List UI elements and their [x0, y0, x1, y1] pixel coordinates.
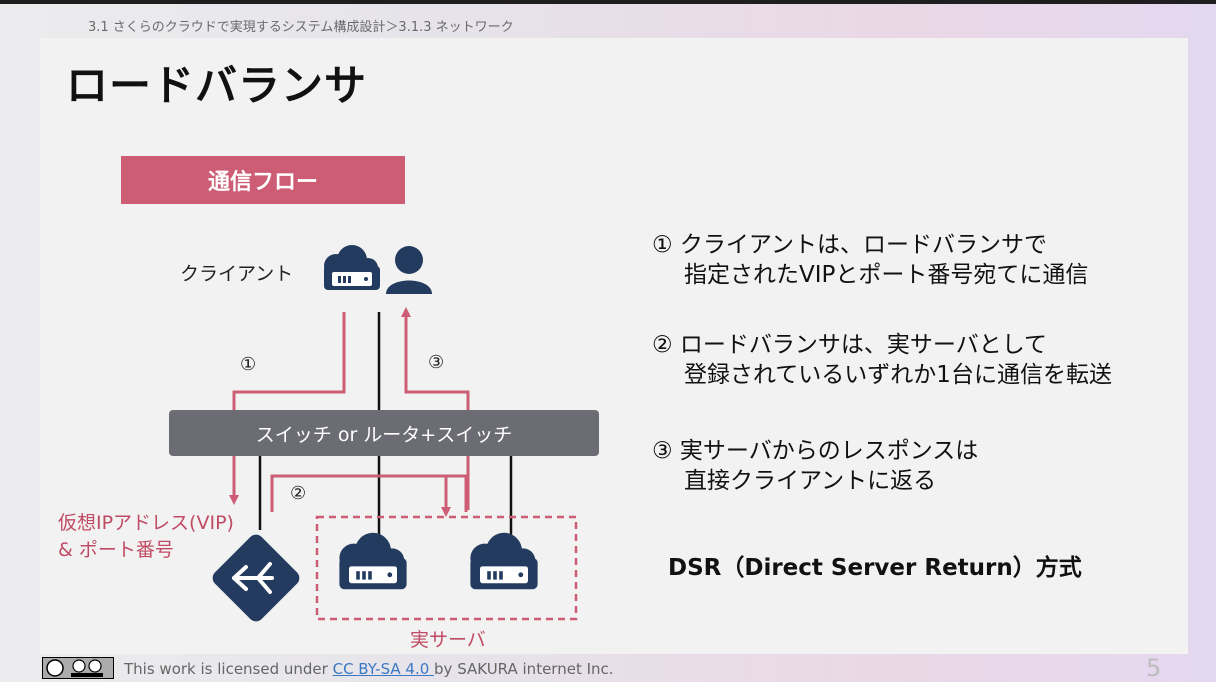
vip-label-line2: & ポート番号: [58, 539, 174, 561]
cloud-server-icon: [470, 532, 538, 590]
top-border: [0, 0, 1216, 4]
flow-badge: 通信フロー: [121, 156, 405, 204]
cc-license-icon: [42, 657, 114, 679]
step-description-3: ③ 実サーバからのレスポンスは 直接クライアントに返る: [652, 436, 978, 496]
real-servers-label: 実サーバ: [410, 629, 486, 651]
user-icon: [386, 246, 432, 294]
flow-arrow-2b: [446, 474, 468, 512]
flow-arrow-1: [229, 312, 346, 505]
step-marker-3: ③: [428, 352, 445, 373]
step-description-3-line2: 直接クライアントに返る: [684, 468, 937, 494]
license-text: This work is licensed under CC BY-SA 4.0…: [124, 660, 614, 678]
dsr-method-label: DSR（Direct Server Return）方式: [668, 555, 1082, 581]
breadcrumb: 3.1 さくらのクラウドで実現するシステム構成設計＞3.1.3 ネットワーク: [88, 20, 514, 35]
step-description-1-line1: ① クライアントは、ロードバランサで: [652, 232, 1048, 258]
page-title: ロードバランサ: [66, 61, 368, 110]
step-marker-2: ②: [290, 483, 307, 504]
license-suffix: by SAKURA internet Inc.: [434, 660, 614, 678]
load-balancer-icon: [212, 534, 300, 622]
step-description-1: ① クライアントは、ロードバランサで 指定されたVIPとポート番号宛てに通信: [652, 230, 1088, 290]
cloud-server-icon: [339, 532, 407, 590]
slide-panel: [40, 38, 1188, 654]
license-link[interactable]: CC BY-SA 4.0: [332, 660, 435, 678]
step-description-2-line2: 登録されているいずれか1台に通信を転送: [684, 362, 1112, 388]
step-description-2: ② ロードバランサは、実サーバとして 登録されているいずれか1台に通信を転送: [652, 330, 1112, 390]
vip-label-line1: 仮想IPアドレス(VIP): [58, 512, 234, 534]
cloud-server-icon: [324, 245, 380, 290]
switch-bar: スイッチ or ルータ+スイッチ: [169, 410, 599, 456]
vip-label: 仮想IPアドレス(VIP) & ポート番号: [58, 510, 234, 564]
step-description-2-line1: ② ロードバランサは、実サーバとして: [652, 332, 1048, 358]
step-description-3-line1: ③ 実サーバからのレスポンスは: [652, 438, 979, 464]
step-description-1-line2: 指定されたVIPとポート番号宛てに通信: [684, 262, 1089, 288]
page-number: 5: [1146, 654, 1162, 682]
step-marker-1: ①: [240, 354, 257, 375]
license-prefix: This work is licensed under: [124, 660, 333, 678]
client-label: クライアント: [180, 263, 294, 285]
flow-arrow-2a: [270, 474, 451, 517]
